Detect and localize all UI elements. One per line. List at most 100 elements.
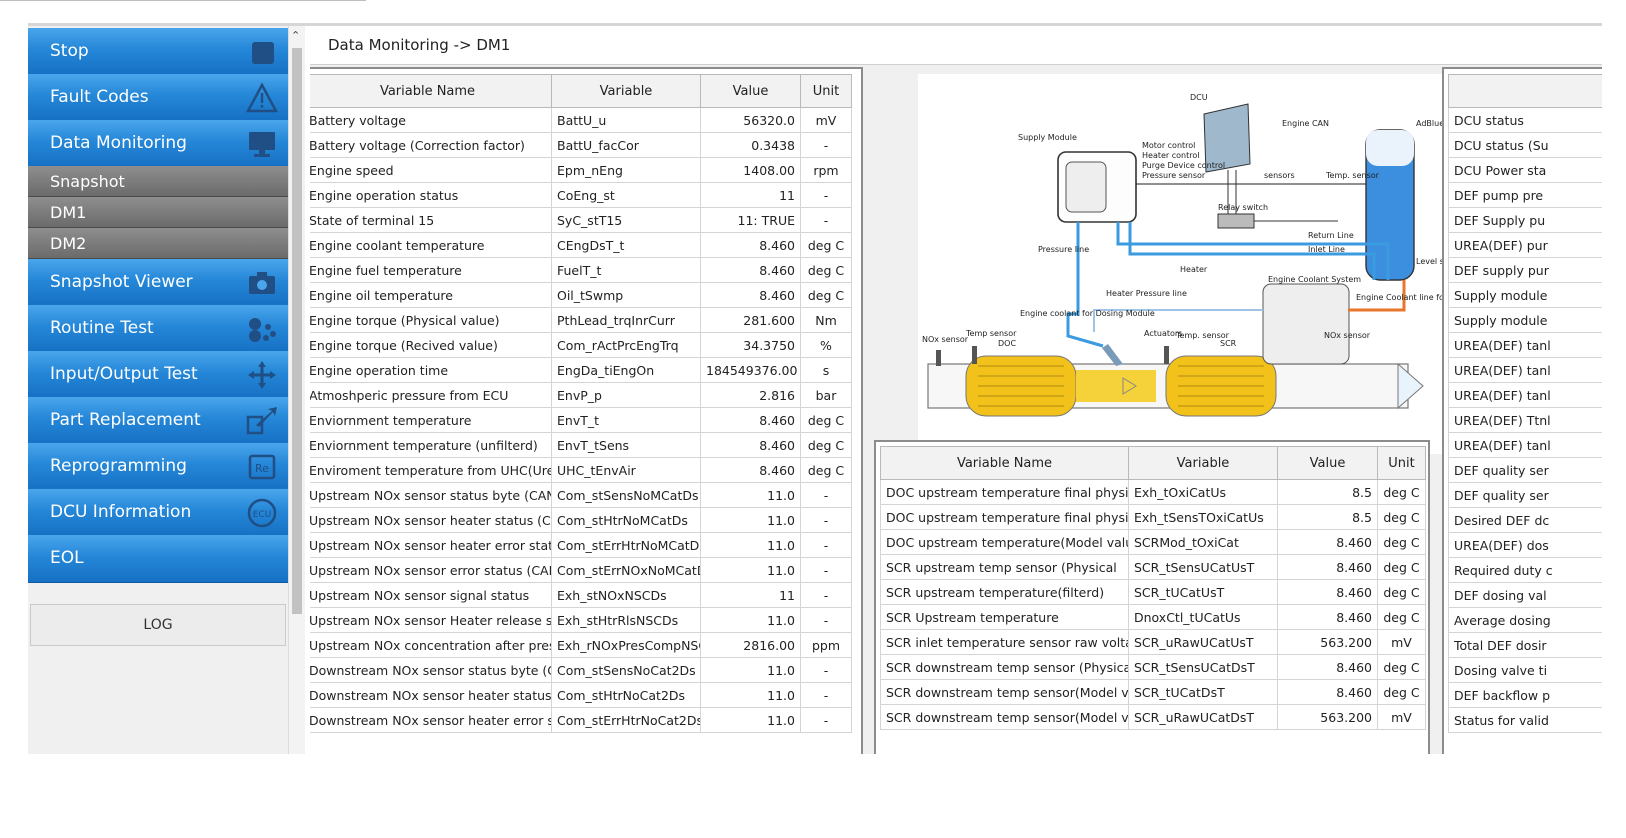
scroll-up-icon[interactable]: ⌃ [291,29,301,42]
table-row[interactable]: Downstream NOx sensor heater error statu… [310,707,852,733]
table-row[interactable]: UREA(DEF) dos [1448,532,1602,558]
table-row[interactable]: DCU status (Su [1448,132,1602,158]
table-row[interactable]: SCR upstream temperature(filterd)SCR_tUC… [880,579,1426,605]
nav-part-replacement-button[interactable]: Part Replacement [28,397,288,445]
table-row[interactable]: SCR downstream temp sensor(Model value)S… [880,679,1426,705]
table-row[interactable]: DCU status [1448,107,1602,133]
table-header-row: Variable Name Variable Value Unit [880,446,1426,480]
cell-variable-name: Upstream NOx sensor signal status [310,582,552,608]
cell-value: 8.460 [700,282,801,308]
table-row[interactable]: UREA(DEF) pur [1448,232,1602,258]
table-row[interactable]: Downstream NOx sensor status byte (CAN)C… [310,657,852,683]
table-row[interactable]: Supply module [1448,307,1602,333]
table-row[interactable]: Dosing valve ti [1448,657,1602,683]
page-header: Data Monitoring -> DM1 [310,26,1602,65]
table-row[interactable]: DEF Supply pu [1448,207,1602,233]
table-row[interactable]: Upstream NOx sensor error status (CAN)Co… [310,557,852,583]
cell-variable: SCR_tSensUCatUsT [1128,554,1278,580]
table-row[interactable]: UREA(DEF) tanl [1448,332,1602,358]
table-row[interactable]: Total DEF dosir [1448,632,1602,658]
nav-dcu-information-button[interactable]: DCU Information ECU [28,489,288,537]
table-row[interactable]: Enviornment temperature (unfilterd)EnvT_… [310,432,852,458]
table-row[interactable]: SCR downstream temp sensor(Model value)S… [880,704,1426,730]
table-row[interactable]: Upstream NOx sensor heater status (CAN)C… [310,507,852,533]
sidebar-scrollbar[interactable]: ⌃ [288,26,305,754]
log-button[interactable]: LOG [30,604,286,646]
nav-eol-button[interactable]: EOL [28,535,288,583]
table-row[interactable]: UREA(DEF) tanl [1448,432,1602,458]
cell-variable: EngDa_tiEngOn [551,357,701,383]
cell-variable-name: Engine oil temperature [310,282,552,308]
nav-routine-test-button[interactable]: Routine Test [28,305,288,353]
nav-snapshot-viewer-button[interactable]: Snapshot Viewer [28,259,288,307]
cell-unit: deg C [1377,604,1426,630]
table-row[interactable]: DEF supply pur [1448,257,1602,283]
table-row[interactable]: DEF quality ser [1448,482,1602,508]
table-row[interactable]: Upstream NOx sensor status byte (CAN)Com… [310,482,852,508]
table-row[interactable]: Supply module [1448,282,1602,308]
table-row[interactable]: Engine torque (Physical value)PthLead_tr… [310,307,852,333]
cell-variable-name: Engine operation status [310,182,552,208]
table-row[interactable]: Required duty c [1448,557,1602,583]
nav-stop-button[interactable]: Stop [28,28,288,76]
cell-variable-name: Upstream NOx sensor error status (CAN) [310,557,552,583]
sub-item-dm2[interactable]: DM2 [28,228,288,259]
cell-unit: - [800,182,852,208]
nav-data-monitoring-button[interactable]: Data Monitoring [28,120,288,168]
table-row[interactable]: Battery voltage (Correction factor)BattU… [310,132,852,158]
system-schematic: DCU Engine CAN AdBlue tank Supply Module… [922,93,1500,417]
table-row[interactable]: DEF quality ser [1448,457,1602,483]
cell-unit: deg C [1377,529,1426,555]
relay-switch [1217,213,1255,229]
cell-unit: ppm [800,632,852,658]
sub-item-dm1[interactable]: DM1 [28,197,288,228]
nav-fault-codes-button[interactable]: Fault Codes [28,74,288,122]
sub-item-snapshot[interactable]: Snapshot [28,166,288,197]
cell-variable-name: Downstream NOx sensor heater status (CAN… [310,682,552,708]
table-row[interactable]: UREA(DEF) tanl [1448,357,1602,383]
cell-value: 34.3750 [700,332,801,358]
table-row[interactable]: SCR inlet temperature sensor raw voltage… [880,629,1426,655]
cell-variable-name: Downstream NOx sensor heater error statu… [310,707,552,733]
table-row[interactable]: Average dosing [1448,607,1602,633]
nav-input-output-test-button[interactable]: Input/Output Test [28,351,288,399]
table-row[interactable]: Engine torque (Recived value)Com_rActPrc… [310,332,852,358]
flow-arrow-icon [1122,377,1137,395]
table-row[interactable]: DEF pump pre [1448,182,1602,208]
cell-variable-name: Upstream NOx sensor Heater release statu… [310,607,552,633]
table-row[interactable]: UREA(DEF) tanl [1448,382,1602,408]
scrollbar-thumb[interactable] [292,48,302,614]
table-row[interactable]: Upstream NOx sensor Heater release statu… [310,607,852,633]
cell-variable: SyC_stT15 [551,207,701,233]
table-row[interactable]: Status for valid [1448,707,1602,733]
table-row[interactable]: Desired DEF dc [1448,507,1602,533]
table-row[interactable]: DEF backflow p [1448,682,1602,708]
table-row[interactable]: Upstream NOx concentration after pressur… [310,632,852,658]
table-row[interactable]: DCU Power sta [1448,157,1602,183]
table-row[interactable]: UREA(DEF) Ttnl [1448,407,1602,433]
table-row[interactable]: DEF dosing val [1448,582,1602,608]
diagram-label: Engine Coolant line for tank heating [1356,293,1448,302]
table-row[interactable]: Downstream NOx sensor heater status (CAN… [310,682,852,708]
nav-reprogramming-button[interactable]: Reprogramming Re [28,443,288,491]
table-row[interactable]: DOC upstream temperature(Model value)SCR… [880,529,1426,555]
cell-variable-name: Battery voltage [310,107,552,133]
